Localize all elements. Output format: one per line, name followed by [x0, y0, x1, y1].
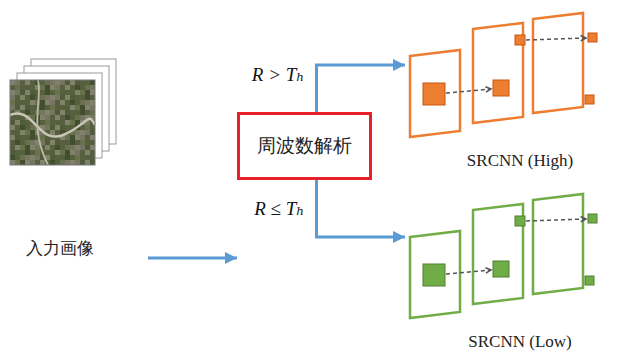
- block-label: SRCNN (High): [430, 151, 610, 171]
- kernel-square: [423, 264, 445, 286]
- process-label: 周波数解析: [257, 133, 352, 159]
- kernel-square: [493, 80, 509, 96]
- kernel-square: [588, 33, 597, 42]
- kernel-square: [493, 261, 509, 277]
- kernel-square: [423, 83, 445, 105]
- feature-map: [533, 194, 583, 294]
- kernel-square: [585, 276, 594, 285]
- feature-map: [410, 231, 460, 318]
- kernel-square: [515, 216, 525, 226]
- dashed-arrowhead: [581, 35, 586, 40]
- condition-label: R > Tₕ: [250, 63, 307, 86]
- block-label: 入力画像: [8, 237, 112, 260]
- feature-maps: [405, 186, 635, 354]
- flow-arrow: [148, 257, 237, 260]
- kernel-square: [585, 95, 594, 104]
- dashed-arrowhead: [581, 216, 586, 221]
- dashed-link: [446, 89, 491, 93]
- condition-label: R ≤ Tₕ: [252, 197, 306, 220]
- kernel-square: [588, 214, 597, 223]
- feature-maps: [405, 5, 635, 173]
- network-block: SRCNN (High): [405, 5, 635, 173]
- dashed-arrowhead: [485, 87, 491, 92]
- flow-arrow: [317, 65, 406, 112]
- dashed-link: [526, 219, 586, 221]
- image-stack: [8, 55, 148, 262]
- flow-arrow: [317, 180, 406, 237]
- feature-map: [410, 50, 460, 137]
- block-label: SRCNN (Low): [430, 332, 610, 352]
- process-box: 周波数解析: [237, 112, 372, 180]
- dashed-arrowhead: [485, 268, 491, 273]
- input-image-stack: 入力画像: [8, 55, 148, 262]
- dashed-link: [526, 38, 586, 40]
- kernel-square: [515, 35, 525, 45]
- dashed-link: [446, 270, 491, 274]
- feature-map: [533, 13, 583, 113]
- satellite-image: [10, 80, 95, 165]
- network-block: SRCNN (Low): [405, 186, 635, 354]
